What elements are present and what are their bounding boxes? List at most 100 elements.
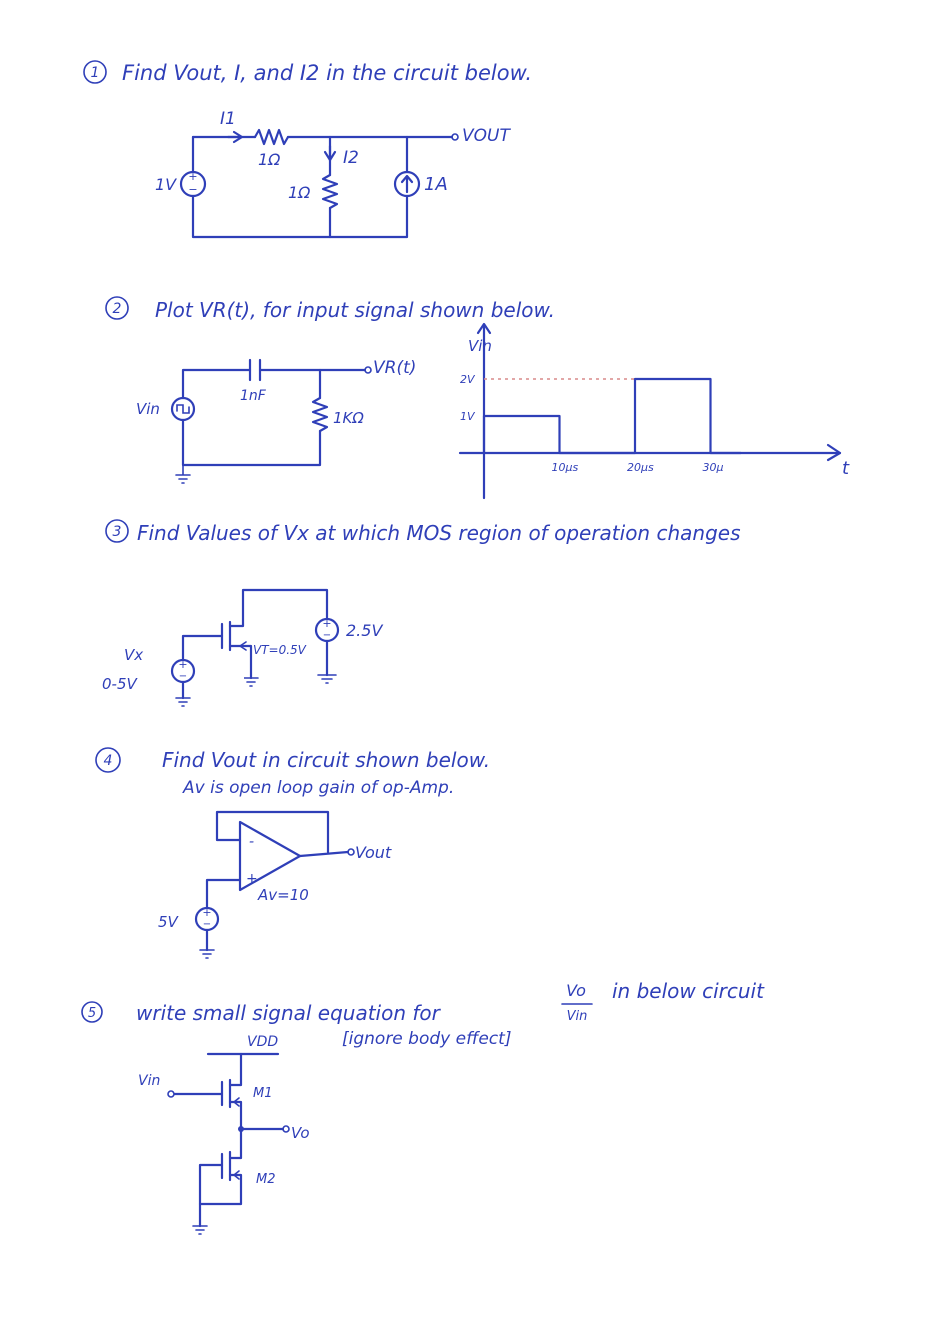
output-terminal [347, 848, 355, 856]
plus-icon: + [178, 658, 187, 671]
wire [181, 634, 224, 662]
x-tick-label: 10μs [552, 461, 579, 474]
minus-icon: − [203, 919, 211, 930]
wire [298, 850, 350, 858]
x-axis-arrow-icon [826, 443, 842, 462]
problem-4-number: 4 [104, 753, 113, 769]
label-vx-range: 0-5V [102, 675, 138, 693]
feedback-wire [215, 810, 330, 854]
y-tick-label: 1V [460, 410, 476, 423]
ground-icon [317, 674, 337, 684]
problem-4: 4 Find Vout in circuit shown below. Av i… [95, 747, 490, 798]
wire [228, 1052, 243, 1087]
signal-waveform [482, 377, 742, 455]
problem-5-note: [ignore body effect] [342, 1029, 511, 1049]
label-r1: 1Ω [258, 150, 281, 169]
problem-3-text: Find Values of Vx at which MOS region of… [137, 521, 741, 545]
label-resistor: 1KΩ [333, 409, 364, 427]
label-vo: Vo [291, 1124, 310, 1142]
label-5v: 5V [158, 913, 180, 931]
axis-label-t: t [842, 458, 850, 479]
mosfet-m2-gate [220, 1150, 232, 1182]
resistor-symbol [321, 173, 339, 210]
plus-icon: + [322, 617, 331, 630]
problem-1-number: 1 [91, 65, 100, 81]
wire [198, 1163, 243, 1206]
wire [228, 644, 253, 680]
input-terminal [167, 1090, 175, 1098]
voltage-source-icon [179, 170, 207, 198]
wire [191, 194, 409, 239]
label-minus: - [249, 834, 254, 850]
y-axis-arrow-icon [476, 322, 492, 335]
wire [228, 588, 329, 628]
circuit-2: 1nF 1KΩ Vin VR(t) [136, 358, 416, 484]
resistor-symbol [311, 396, 329, 433]
ground-icon [199, 949, 215, 959]
opamp-symbol [238, 820, 302, 892]
label-i1: I1 [220, 109, 236, 129]
mosfet-gate [220, 620, 232, 652]
source-arrow-icon [239, 641, 247, 651]
wire [181, 418, 322, 467]
problem-number-circle [105, 296, 129, 320]
problem-3-number: 3 [113, 524, 122, 540]
wire [205, 878, 242, 910]
capacitor-symbol [248, 358, 262, 382]
mosfet-m1-gate [220, 1078, 232, 1109]
minus-icon: − [323, 630, 331, 641]
plus-icon: + [188, 170, 197, 183]
ground-icon [175, 697, 191, 707]
problem-3: 3 Find Values of Vx at which MOS region … [105, 519, 741, 545]
output-terminal [451, 133, 459, 141]
x-tick-label: 20μs [627, 461, 654, 474]
problem-2: 2 Plot VR(t), for input signal shown bel… [105, 296, 555, 322]
ground-icon [192, 1225, 208, 1235]
label-m1: M1 [253, 1086, 273, 1101]
label-vx: Vx [124, 646, 143, 664]
label-vin: Vin [138, 1073, 160, 1089]
label-isource: 1A [424, 174, 448, 195]
wire [181, 368, 252, 400]
label-vdd: VDD [247, 1034, 278, 1050]
problem-5-text: write small signal equation for [136, 1001, 442, 1025]
circuit-5: VDD Vin M1 Vo M2 [138, 1034, 310, 1235]
problem-4-text-2: Av is open loop gain of op-Amp. [182, 778, 454, 798]
ground-icon [175, 464, 191, 484]
current-arrow-icon [226, 130, 244, 144]
label-vout: Vout [355, 843, 392, 862]
label-vt: VT=0.5V [253, 643, 307, 657]
minus-icon: − [179, 671, 187, 682]
fraction-denominator: Vin [567, 1009, 588, 1024]
minus-icon: − [188, 183, 197, 196]
label-vr: VR(t) [373, 358, 416, 378]
circuit-1: + − I1 1Ω I2 1Ω 1V 1A VOUT [155, 109, 511, 239]
source-arrow-icon [233, 1097, 240, 1107]
current-source-icon [393, 170, 421, 198]
current-arrow-icon [323, 144, 337, 162]
label-vdd: 2.5V [346, 621, 383, 640]
output-terminal [282, 1125, 290, 1133]
output-terminal [364, 366, 372, 374]
circuit-3: + − + − Vx 0-5V VT=0.5V 2.5V [102, 588, 383, 707]
square-wave-icon [176, 404, 190, 414]
fraction-numerator: Vo [566, 981, 586, 1000]
y-tick-label: 2V [460, 373, 476, 386]
label-vout: VOUT [462, 126, 511, 146]
problem-5-text-after: in below circuit [612, 979, 765, 1003]
axis-label-vin: Vin [468, 337, 492, 355]
problem-4-text: Find Vout in circuit shown below. [162, 748, 490, 772]
problem-2-text: Plot VR(t), for input signal shown below… [155, 298, 555, 322]
label-vin: Vin [136, 400, 160, 418]
circuit-4: + − - + Av=10 5V Vout [158, 810, 392, 959]
label-m2: M2 [256, 1172, 276, 1187]
problem-number-circle [81, 1001, 103, 1023]
label-plus: + [246, 871, 258, 887]
label-i2: I2 [343, 148, 359, 168]
problem-1-text: Find Vout, I, and I2 in the circuit belo… [122, 61, 532, 85]
label-r2: 1Ω [288, 183, 311, 202]
ground-icon [244, 677, 259, 687]
